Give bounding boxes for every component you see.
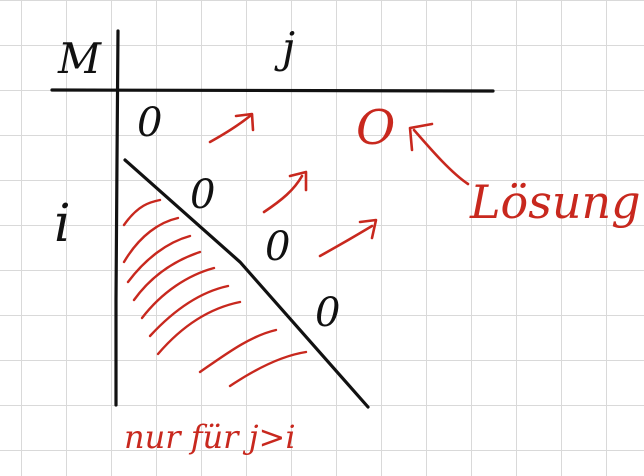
row-header-line: [114, 29, 120, 407]
arrow-right-icon: [208, 112, 255, 144]
arrow-right-icon: [318, 218, 378, 258]
arrow-right-icon: [262, 170, 308, 214]
diagonal-zeros: 0 0 0 0: [137, 100, 340, 336]
zero-entry: 0: [190, 172, 215, 218]
solution-zero: O: [356, 100, 395, 156]
diagonal-line: [123, 158, 370, 409]
matrix-name-label: M: [57, 34, 102, 83]
footnote-condition: nur für j>i: [124, 418, 296, 456]
pointer-arrow-icon: [408, 122, 470, 186]
zero-entry: 0: [315, 290, 340, 336]
solution-label: Lösung: [469, 175, 641, 229]
zero-entry: 0: [137, 100, 162, 146]
column-index-label: j: [274, 23, 295, 72]
hatched-lower-triangle: [122, 198, 308, 388]
header-row-line: [50, 88, 495, 93]
diagonal-arrows: [208, 112, 378, 258]
zero-entry: 0: [265, 224, 290, 270]
table-lines: [50, 29, 495, 409]
row-index-label: i: [54, 194, 71, 254]
